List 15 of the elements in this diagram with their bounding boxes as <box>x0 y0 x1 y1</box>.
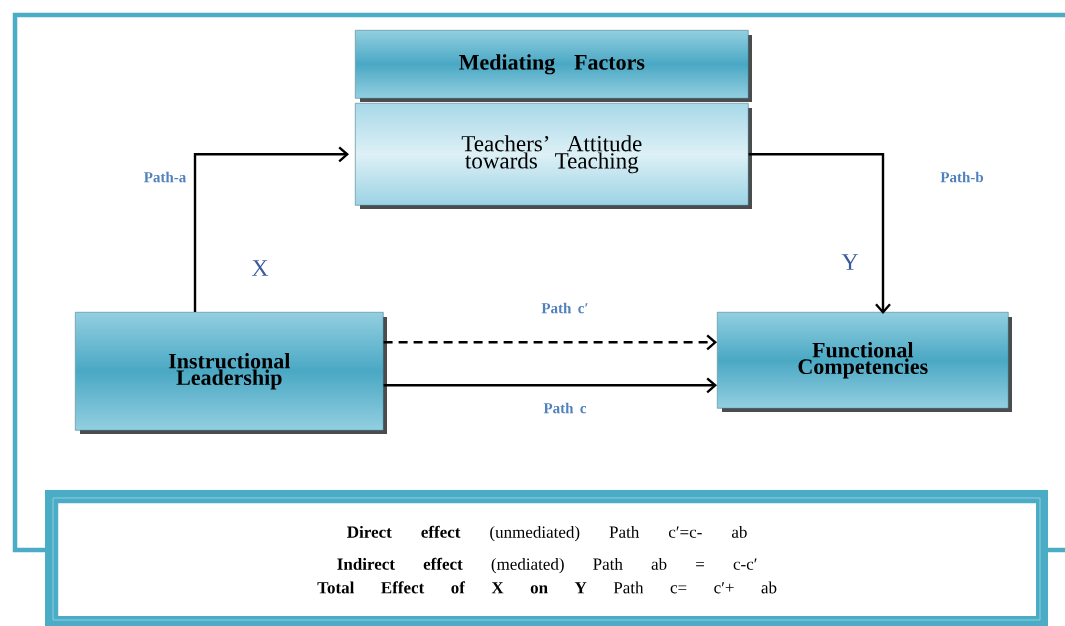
arrow <box>193 146 349 312</box>
formula-box: Direct effect (unmediated) Path c′=c- ab Indirect effect (mediated) Path ab = c-c′ Total Effect of X on Y Path c= c′+ ab <box>45 490 1048 626</box>
header-box: Mediating Factors <box>355 30 752 102</box>
variable-letter: Y <box>841 254 859 270</box>
variable-letter: X <box>251 260 269 276</box>
edge-label: Path c <box>543 402 587 414</box>
arrow <box>748 153 891 314</box>
edge-label: Path-b <box>940 171 984 183</box>
arrow <box>383 377 717 394</box>
mediator-box: Teachers’ Attitude towards Teaching <box>355 103 752 209</box>
edge-label: Path c′ <box>541 302 588 314</box>
variable-box: Instructional Leadership <box>75 312 387 434</box>
variable-box: Functional Competencies <box>717 312 1012 412</box>
arrow <box>383 334 717 351</box>
edge-label: Path-a <box>144 171 187 183</box>
